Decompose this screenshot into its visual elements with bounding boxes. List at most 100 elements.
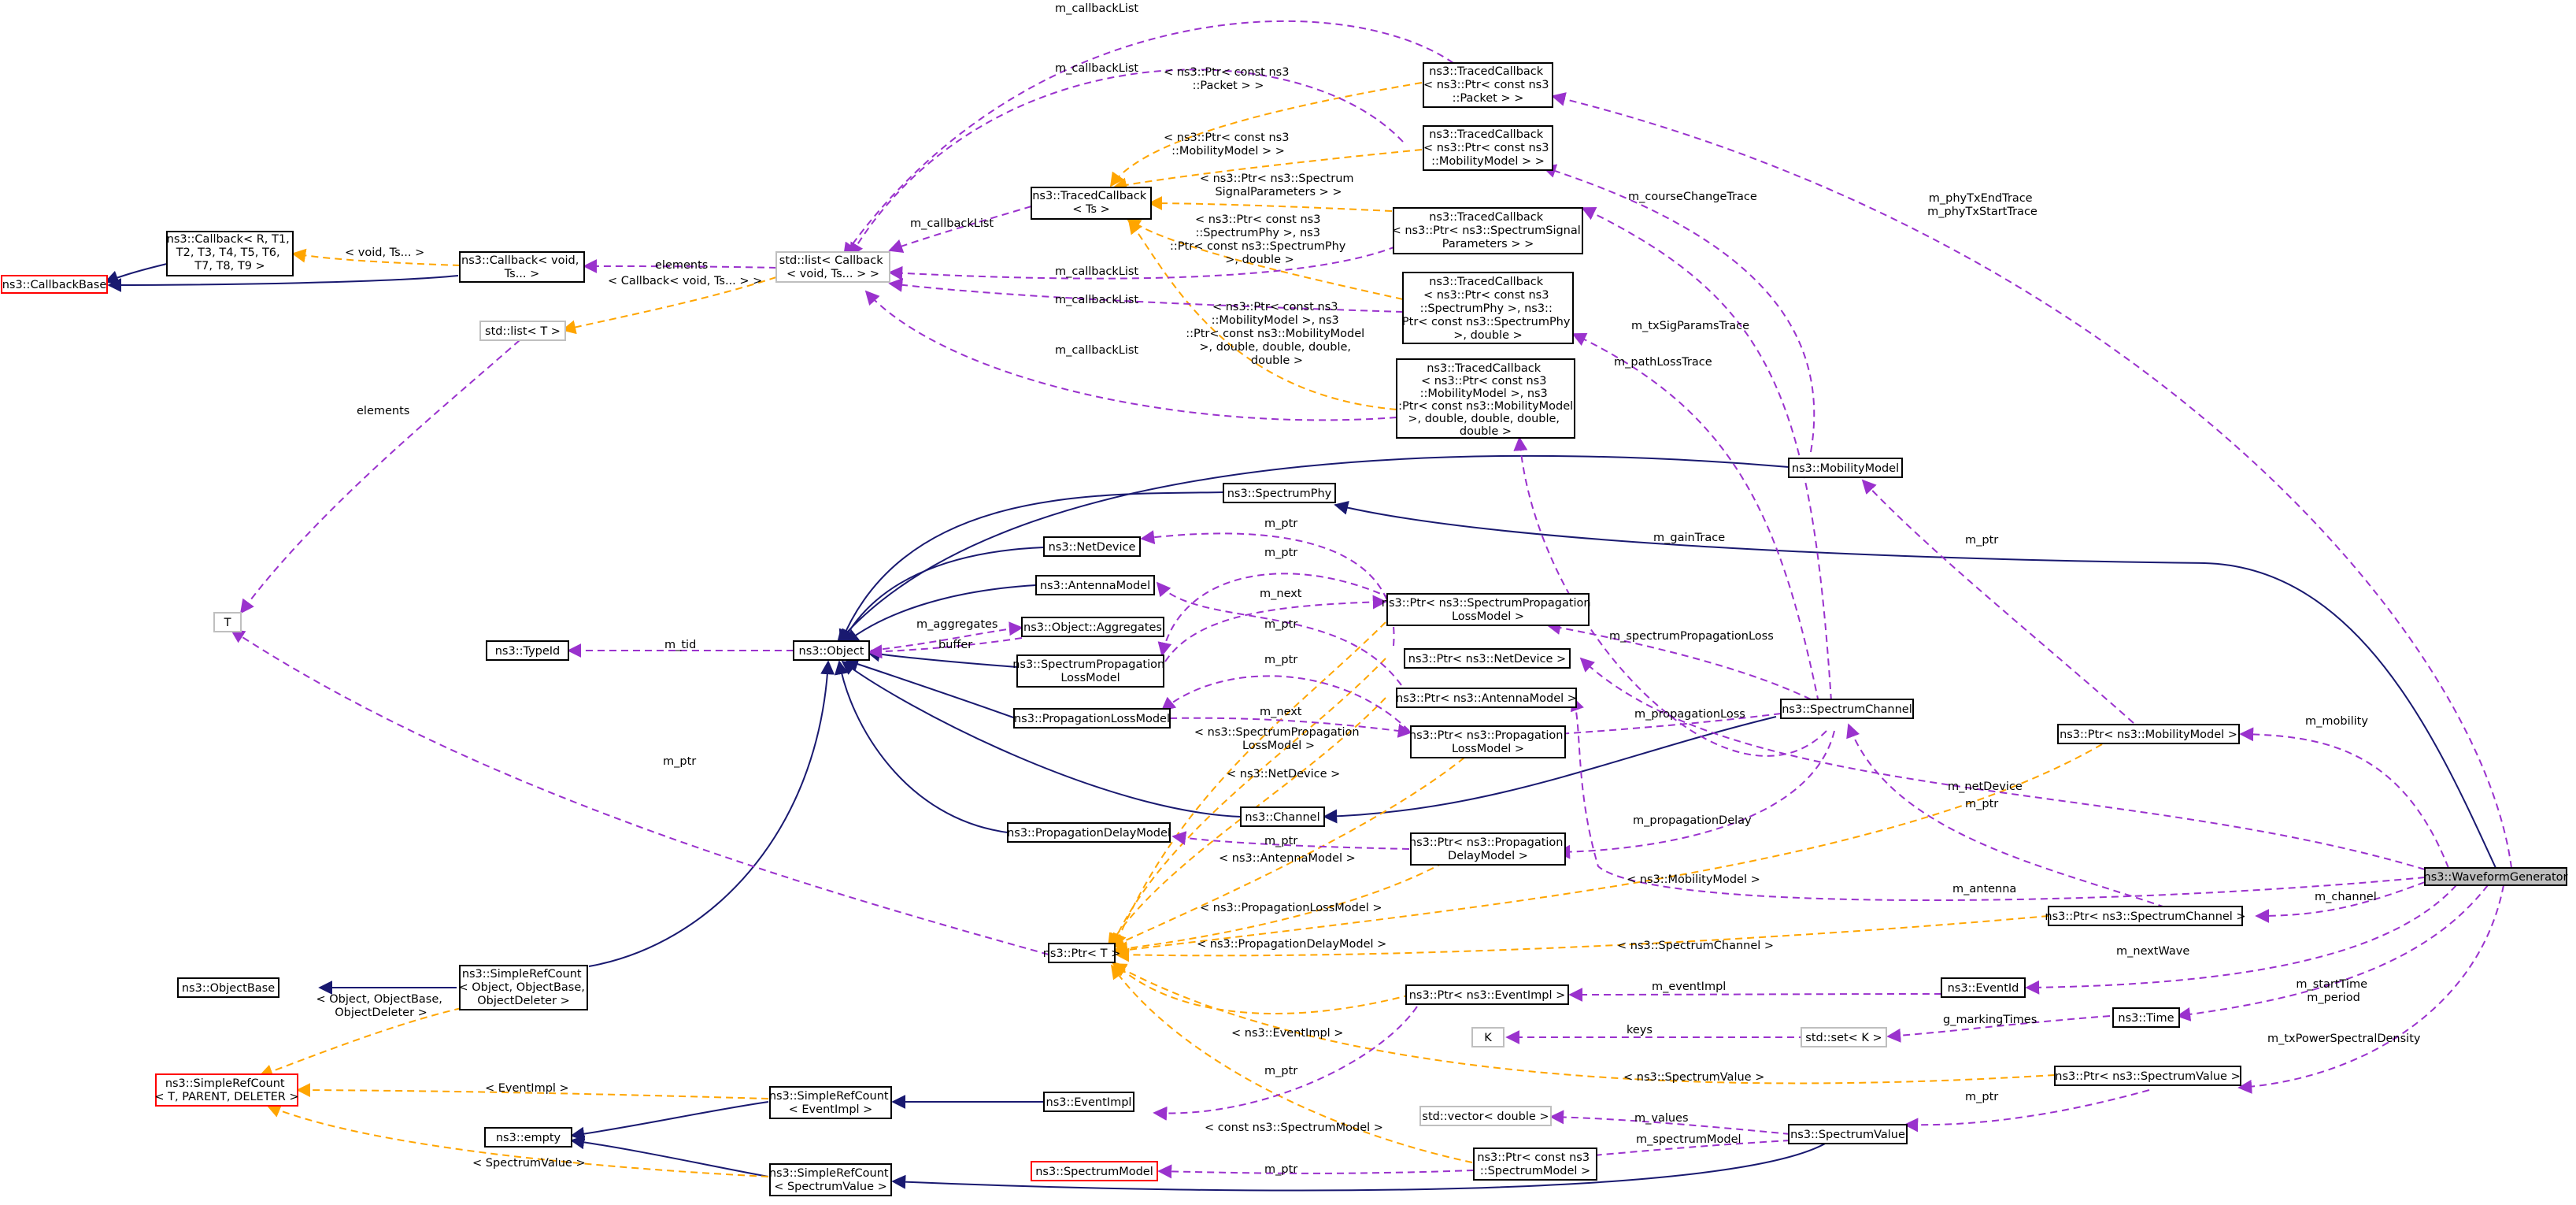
- edge-tpl-list-callback: [561, 276, 777, 335]
- node-propagation-loss-model[interactable]: ns3::PropagationLossModel: [1013, 708, 1171, 729]
- node-ptr-splm-label: ns3::Ptr< ns3::SpectrumPropagation LossM…: [1382, 597, 1594, 623]
- edge-tpl-spectrum-value-ptr: [1112, 963, 2056, 1084]
- node-ptr-mobility-model[interactable]: ns3::Ptr< ns3::MobilityModel >: [2057, 724, 2240, 744]
- node-std-list-callback[interactable]: std::list< Callback < void, Ts... > >: [775, 251, 890, 283]
- node-tc-spectrum-signal[interactable]: ns3::TracedCallback < ns3::Ptr< ns3::Spe…: [1392, 207, 1585, 254]
- node-k[interactable]: K: [1471, 1027, 1505, 1047]
- node-ptr-propagation-loss[interactable]: ns3::Ptr< ns3::Propagation LossModel >: [1409, 725, 1567, 758]
- label-m-ptr-antenna: m_ptr: [1264, 547, 1297, 559]
- node-callback-base[interactable]: ns3::CallbackBase: [1, 275, 108, 294]
- node-spectrum-phy[interactable]: ns3::SpectrumPhy: [1223, 483, 1336, 503]
- label-m-ptr-channel: m_ptr: [1965, 798, 1998, 810]
- label-elements-2: elements: [357, 405, 409, 417]
- node-object-aggregates-label: ns3::Object::Aggregates: [1023, 621, 1162, 634]
- node-src-t-line-2: < T, PARENT, DELETER >: [154, 1091, 298, 1103]
- node-tc-mobility[interactable]: ns3::TracedCallback < ns3::Ptr< const ns…: [1423, 125, 1553, 171]
- node-spectrum-propagation-loss-model-label: ns3::SpectrumPropagation LossModel: [1012, 658, 1168, 684]
- node-ptr-t[interactable]: ns3::Ptr< T >: [1043, 943, 1121, 963]
- node-std-list-t[interactable]: std::list< T >: [479, 321, 566, 341]
- edge-use-callbacklist-3: [888, 206, 1032, 253]
- node-ptr-spectrum-propagation-loss[interactable]: ns3::Ptr< ns3::SpectrumPropagation LossM…: [1382, 593, 1594, 626]
- node-simple-ref-count-event-impl[interactable]: ns3::SimpleRefCount < EventImpl >: [769, 1086, 892, 1119]
- node-tc-spectrum-phy[interactable]: ns3::TracedCallback < ns3::Ptr< const ns…: [1402, 272, 1574, 344]
- node-callback-r[interactable]: ns3::Callback< R, T1, T2, T3, T4, T5, T6…: [166, 231, 294, 276]
- node-ptr-event-impl-label: ns3::Ptr< ns3::EventImpl >: [1409, 989, 1566, 1002]
- node-tc-gain[interactable]: ns3::TracedCallback < ns3::Ptr< const ns…: [1394, 358, 1577, 439]
- node-net-device-label: ns3::NetDevice: [1049, 541, 1136, 554]
- node-ptr-spectrum-model[interactable]: ns3::Ptr< const ns3 ::SpectrumModel >: [1473, 1148, 1597, 1181]
- label-m-next-wave: m_nextWave: [2116, 945, 2189, 958]
- label-m-values: m_values: [1634, 1112, 1689, 1125]
- node-antenna-model[interactable]: ns3::AntennaModel: [1035, 575, 1155, 595]
- node-ptr-spectrum-model-line-2: ::SpectrumModel >: [1480, 1165, 1590, 1177]
- node-std-set-k[interactable]: std::set< K >: [1801, 1027, 1887, 1047]
- node-mobility-model[interactable]: ns3::MobilityModel: [1788, 458, 1903, 478]
- node-spectrum-channel[interactable]: ns3::SpectrumChannel: [1780, 699, 1914, 719]
- node-tc-mobility-line-3: ::MobilityModel > >: [1431, 155, 1545, 168]
- edge-tpl-packet: [1109, 82, 1423, 187]
- node-object[interactable]: ns3::Object: [793, 640, 870, 661]
- node-waveform-generator[interactable]: ns3::WaveformGenerator: [2424, 867, 2568, 886]
- node-simple-ref-count-t[interactable]: ns3::SimpleRefCount < T, PARENT, DELETER…: [154, 1073, 299, 1107]
- edge-tpl-callback-void: [291, 248, 461, 266]
- node-channel-label: ns3::Channel: [1245, 811, 1319, 824]
- edge-spectrumvalue-to-src-spectrum-value: [891, 1142, 1827, 1192]
- node-tc-packet[interactable]: ns3::TracedCallback < ns3::Ptr< const ns…: [1423, 62, 1553, 108]
- label-m-start-time-line-1: m_startTime: [2296, 978, 2367, 991]
- node-ptr-spectrum-channel[interactable]: ns3::Ptr< ns3::SpectrumChannel >: [2045, 906, 2246, 926]
- label-callback-list-6: m_callbackList: [1055, 344, 1138, 357]
- node-simple-ref-count-object[interactable]: ns3::SimpleRefCount < Object, ObjectBase…: [459, 965, 589, 1010]
- node-tc-gain-line-3: ::MobilityModel >, ns3: [1420, 387, 1548, 400]
- node-ptr-antenna-model[interactable]: ns3::Ptr< ns3::AntennaModel >: [1396, 688, 1577, 708]
- node-spectrum-model[interactable]: ns3::SpectrumModel: [1031, 1161, 1158, 1181]
- label-course-change: m_courseChangeTrace: [1628, 191, 1757, 203]
- node-type-id-label: ns3::TypeId: [495, 645, 561, 658]
- node-propagation-delay-model[interactable]: ns3::PropagationDelayModel: [1007, 822, 1171, 843]
- label-m-next-1: m_next: [1260, 588, 1302, 600]
- node-net-device[interactable]: ns3::NetDevice: [1043, 536, 1141, 557]
- label-keys: keys: [1627, 1024, 1653, 1036]
- label-tpl-spectrum-value: < SpectrumValue >: [472, 1157, 586, 1170]
- label-tpl-phy-line-1: < ns3::Ptr< const ns3: [1195, 213, 1321, 226]
- node-channel[interactable]: ns3::Channel: [1240, 806, 1325, 827]
- node-traced-callback-ts-line-2: < Ts >: [1072, 203, 1110, 216]
- node-tc-gain-label: ns3::TracedCallback < ns3::Ptr< const ns…: [1394, 362, 1577, 438]
- node-traced-callback-ts[interactable]: ns3::TracedCallback < Ts >: [1031, 187, 1152, 220]
- label-tpl-phy: < ns3::Ptr< const ns3 ::SpectrumPhy >, n…: [1170, 213, 1349, 266]
- edge-tpl-event-impl: [296, 1083, 769, 1099]
- node-ptr-pdm-line-2: DelayModel >: [1448, 850, 1528, 862]
- edge-pdm-to-object: [834, 660, 1009, 833]
- node-ptr-propagation-delay[interactable]: ns3::Ptr< ns3::Propagation DelayModel >: [1409, 832, 1567, 866]
- edge-mobilitymodel-to-object: [836, 454, 1790, 644]
- node-ptr-event-impl[interactable]: ns3::Ptr< ns3::EventImpl >: [1405, 984, 1569, 1005]
- node-t[interactable]: T: [213, 612, 242, 632]
- node-empty[interactable]: ns3::empty: [484, 1127, 572, 1148]
- node-src-event-impl-line-2: < EventImpl >: [789, 1103, 873, 1116]
- node-ptr-t-label: ns3::Ptr< T >: [1043, 947, 1121, 960]
- node-event-impl[interactable]: ns3::EventImpl: [1043, 1092, 1134, 1112]
- edge-src-spectrum-value-to-empty: [570, 1135, 769, 1177]
- edge-tpl-mobility: [1112, 149, 1423, 192]
- node-simple-ref-count-spectrum-value[interactable]: ns3::SimpleRefCount < SpectrumValue >: [769, 1163, 892, 1196]
- label-tpl-gain-line-4: >, double, double, double,: [1199, 341, 1351, 354]
- edge-use-mobility: [2239, 727, 2449, 869]
- node-type-id[interactable]: ns3::TypeId: [486, 640, 569, 661]
- node-event-id[interactable]: ns3::EventId: [1941, 977, 2026, 998]
- label-tx-sig-params: m_txSigParamsTrace: [1631, 320, 1749, 332]
- label-callback-list-2: m_callbackList: [1055, 62, 1138, 75]
- node-std-vector-double[interactable]: std::vector< double >: [1419, 1106, 1552, 1126]
- edge-use-aggregates-2: [868, 637, 1023, 659]
- node-spectrum-propagation-loss-model[interactable]: ns3::SpectrumPropagation LossModel: [1012, 654, 1168, 688]
- node-ptr-net-device[interactable]: ns3::Ptr< ns3::NetDevice >: [1404, 648, 1571, 669]
- node-ptr-spectrum-value[interactable]: ns3::Ptr< ns3::SpectrumValue >: [2054, 1066, 2241, 1086]
- node-time[interactable]: ns3::Time: [2112, 1007, 2180, 1028]
- node-std-list-callback-line-1: std::list< Callback: [779, 254, 883, 267]
- node-object-aggregates[interactable]: ns3::Object::Aggregates: [1021, 617, 1164, 637]
- edge-channel-to-object: [841, 660, 1242, 818]
- node-object-base[interactable]: ns3::ObjectBase: [177, 977, 279, 998]
- node-spectrum-value[interactable]: ns3::SpectrumValue: [1788, 1124, 1908, 1144]
- node-tc-spectrum-signal-line-3: Parameters > >: [1442, 238, 1534, 250]
- node-callback-void[interactable]: ns3::Callback< void, Ts... >: [459, 251, 585, 283]
- edge-waveform-to-spectrumphy: [1334, 501, 2496, 869]
- label-m-mobility: m_mobility: [2305, 715, 2368, 728]
